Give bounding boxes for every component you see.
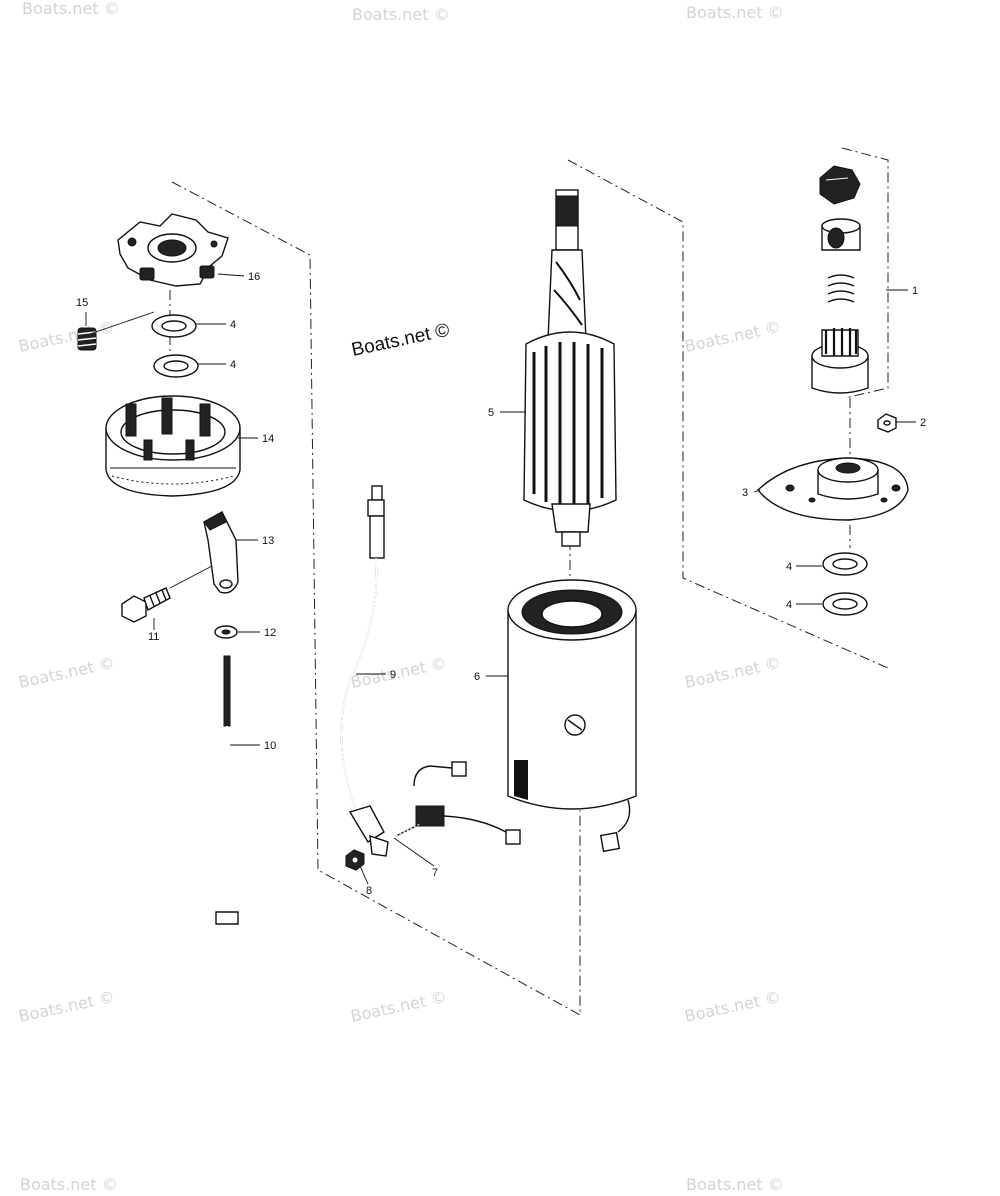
callout-7: 7 (432, 867, 438, 879)
brush-plate-part-16[interactable] (117, 213, 229, 287)
callout-4: 4 (786, 599, 792, 611)
watermark: Boats.net © (686, 1175, 784, 1194)
callout-13: 13 (262, 535, 274, 547)
watermark: Boats.net © (683, 987, 782, 1026)
watermark: Boats.net © (349, 653, 448, 692)
lead-wire-part-9[interactable] (340, 485, 389, 857)
assembly-outlines (169, 147, 889, 1016)
callout-11: 11 (148, 631, 159, 643)
callout-4: 4 (230, 359, 236, 371)
callout-5: 5 (488, 407, 494, 419)
callout-labels: 16 15 4 4 14 13 11 12 10 9 7 8 5 6 1 2 3… (76, 271, 926, 897)
callout-9: 9 (390, 669, 396, 681)
armature-part-5[interactable] (523, 189, 617, 547)
watermark: Boats.net © (683, 317, 782, 356)
washer-part-4[interactable] (153, 354, 199, 378)
washer-part-4[interactable] (151, 314, 197, 338)
leader-lines (85, 273, 916, 885)
nut-part-2[interactable] (877, 413, 897, 433)
callout-10: 10 (264, 740, 276, 752)
callout-4: 4 (230, 319, 236, 331)
left-assembly-outline (171, 181, 581, 1016)
watermark-dark: Boats.net © (350, 320, 452, 361)
callout-4: 4 (786, 561, 792, 573)
watermark: Boats.net © (352, 5, 450, 24)
washer-part-12[interactable] (214, 625, 238, 639)
callout-3: 3 (742, 487, 748, 499)
right-assembly-outline (567, 159, 889, 669)
callout-16: 16 (248, 271, 260, 283)
watermark: Boats.net © (17, 987, 116, 1026)
callout-15: 15 (76, 297, 88, 309)
callout-1: 1 (912, 285, 918, 297)
callout-12: 12 (264, 627, 276, 639)
washer-part-4[interactable] (822, 592, 868, 616)
spring-coil (827, 274, 855, 303)
through-bolt-part-10[interactable] (215, 655, 239, 925)
watermark: Boats.net © (349, 987, 448, 1026)
drive-assembly-outline (841, 147, 889, 399)
drive-end-head-part-3[interactable] (757, 457, 909, 521)
watermark: Boats.net © (686, 3, 784, 22)
spring-part-15[interactable] (77, 327, 97, 351)
field-frame-part-6[interactable] (507, 579, 637, 853)
watermark: Boats.net © (683, 653, 782, 692)
bolt-part-11[interactable] (121, 587, 171, 623)
callout-8: 8 (366, 885, 372, 897)
washer-part-4[interactable] (822, 552, 868, 576)
drive-assembly-part-1[interactable] (811, 165, 869, 394)
watermark: Boats.net © (20, 1175, 118, 1194)
callout-6: 6 (474, 671, 480, 683)
watermark: Boats.net © (22, 0, 120, 18)
nut-part-8[interactable] (345, 849, 365, 871)
end-cap-part-14[interactable] (105, 395, 241, 497)
watermark: Boats.net © (17, 317, 116, 356)
callout-2: 2 (920, 417, 926, 429)
callout-14: 14 (262, 433, 274, 445)
terminal-bracket-part-13[interactable] (203, 511, 239, 594)
watermark: Boats.net © (17, 653, 116, 692)
brush-assembly-part-7[interactable] (395, 761, 521, 845)
